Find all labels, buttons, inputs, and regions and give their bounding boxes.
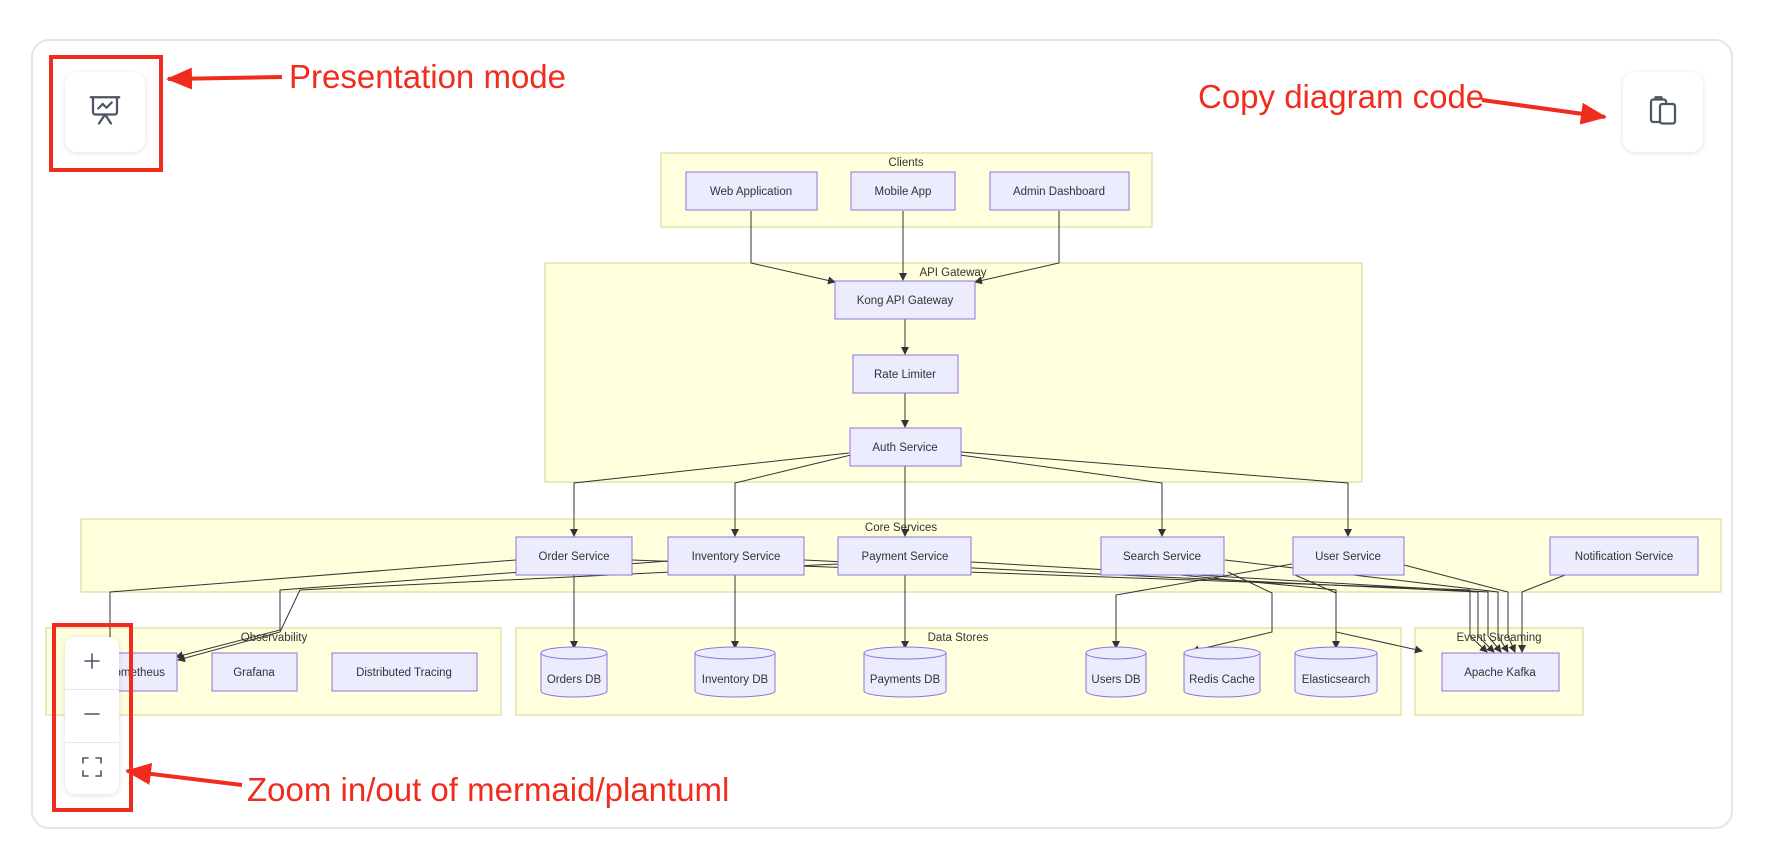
copy-diagram-code-button[interactable] <box>1623 72 1703 152</box>
zoom-out-button[interactable] <box>65 690 119 742</box>
group-label-observability: Observability <box>241 632 308 644</box>
group-label-clients: Clients <box>888 157 923 169</box>
group-label-event-streaming: Event Streaming <box>1456 632 1541 644</box>
node-kong-api-gateway: Kong API Gateway <box>857 295 954 307</box>
fullscreen-corners-icon <box>81 756 103 783</box>
node-web-application: Web Application <box>710 186 792 198</box>
node-grafana: Grafana <box>233 667 275 679</box>
db-label-redis: Redis Cache <box>1189 674 1255 686</box>
db-payments <box>863 646 947 698</box>
db-orders <box>540 646 608 698</box>
node-auth-service: Auth Service <box>872 442 937 454</box>
node-order-service: Order Service <box>539 551 610 563</box>
fit-to-screen-button[interactable] <box>65 743 119 795</box>
presentation-mode-button[interactable] <box>65 72 145 152</box>
presentation-easel-icon <box>87 92 123 133</box>
db-label-elasticsearch: Elasticsearch <box>1302 674 1370 686</box>
clipboard-copy-icon <box>1645 92 1681 133</box>
node-rate-limiter: Rate Limiter <box>874 369 936 381</box>
db-elasticsearch <box>1294 646 1378 698</box>
db-label-payments: Payments DB <box>870 674 941 686</box>
zoom-in-button[interactable] <box>65 637 119 689</box>
minus-icon <box>82 704 102 729</box>
group-label-core-services: Core Services <box>865 522 937 534</box>
node-inventory-service: Inventory Service <box>692 551 781 563</box>
node-mobile-app: Mobile App <box>875 186 932 198</box>
node-user-service: User Service <box>1315 551 1381 563</box>
zoom-controls <box>65 637 119 794</box>
db-users <box>1085 646 1147 698</box>
node-notification-service: Notification Service <box>1575 551 1673 563</box>
db-label-orders: Orders DB <box>547 674 602 686</box>
group-label-data-stores: Data Stores <box>928 632 989 644</box>
annotation-copy-diagram-code: Copy diagram code <box>1198 78 1485 115</box>
node-apache-kafka: Apache Kafka <box>1464 667 1536 679</box>
annotation-box-presentation <box>49 55 163 172</box>
db-inventory <box>694 646 776 698</box>
node-search-service: Search Service <box>1123 551 1201 563</box>
group-label-api-gateway: API Gateway <box>919 267 986 279</box>
annotation-box-zoom <box>52 623 133 812</box>
plus-icon <box>82 651 102 676</box>
node-distributed-tracing: Distributed Tracing <box>356 667 452 679</box>
db-label-inventory: Inventory DB <box>702 674 769 686</box>
db-label-users: Users DB <box>1091 674 1141 686</box>
annotation-zoom: Zoom in/out of mermaid/plantuml <box>247 771 730 808</box>
node-payment-service: Payment Service <box>862 551 949 563</box>
node-admin-dashboard: Admin Dashboard <box>1013 186 1105 198</box>
db-redis <box>1183 646 1261 698</box>
annotation-presentation-mode: Presentation mode <box>289 58 567 95</box>
